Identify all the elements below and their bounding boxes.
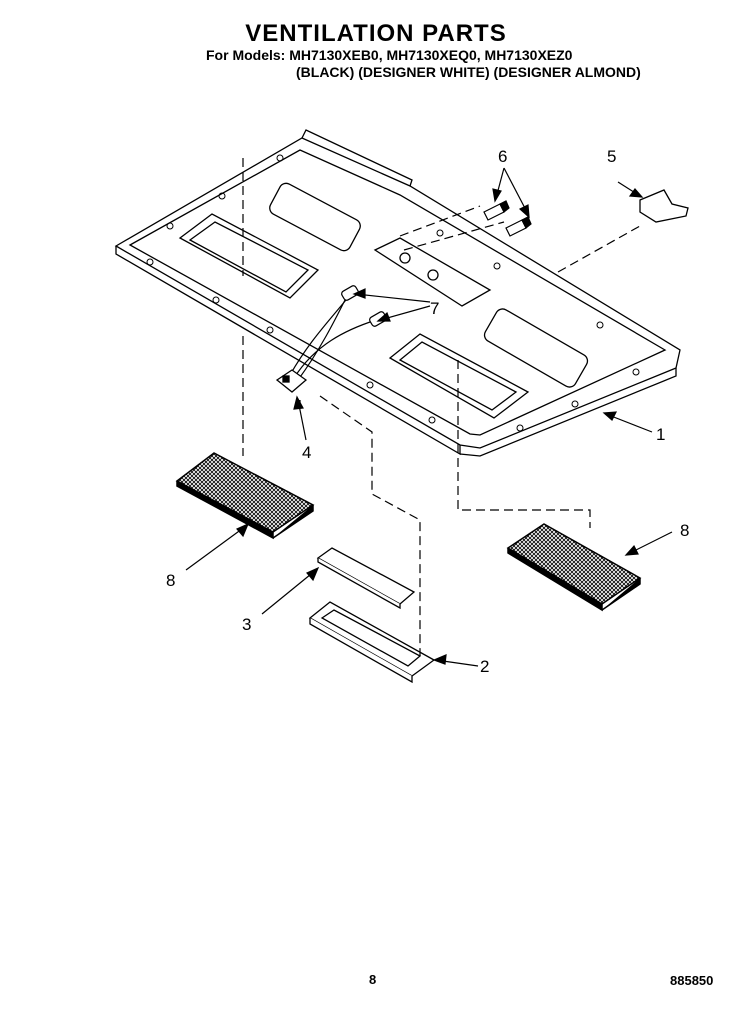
wire-harness-part-7 [289, 285, 387, 381]
lens-part-3 [316, 547, 416, 610]
callout-8-right: 8 [680, 521, 689, 540]
bulbs-part-6 [483, 200, 532, 237]
callout-2: 2 [480, 657, 489, 676]
clip-part-5 [639, 189, 689, 223]
connector-part-4 [275, 369, 308, 393]
page-title: VENTILATION PARTS [245, 20, 507, 47]
light-cover-part-2 [308, 601, 436, 684]
callout-7: 7 [430, 299, 439, 318]
callout-1: 1 [656, 425, 665, 444]
vent-plate-part-1 [114, 129, 681, 457]
models-line: For Models: MH7130XEB0, MH7130XEQ0, MH71… [206, 47, 573, 63]
callout-5: 5 [607, 147, 616, 166]
page-number: 8 [369, 972, 377, 987]
callout-3: 3 [242, 615, 251, 634]
callout-8-left: 8 [166, 571, 175, 590]
leader-lines [185, 167, 673, 667]
colors-line: (BLACK) (DESIGNER WHITE) (DESIGNER ALMON… [296, 64, 641, 80]
document-number: 885850 [670, 973, 714, 988]
callout-4: 4 [302, 443, 311, 462]
assembly-lines [242, 158, 641, 656]
grease-filter-left-part-8 [175, 452, 315, 540]
callout-6: 6 [498, 147, 507, 166]
grease-filter-right-part-8 [506, 523, 642, 612]
